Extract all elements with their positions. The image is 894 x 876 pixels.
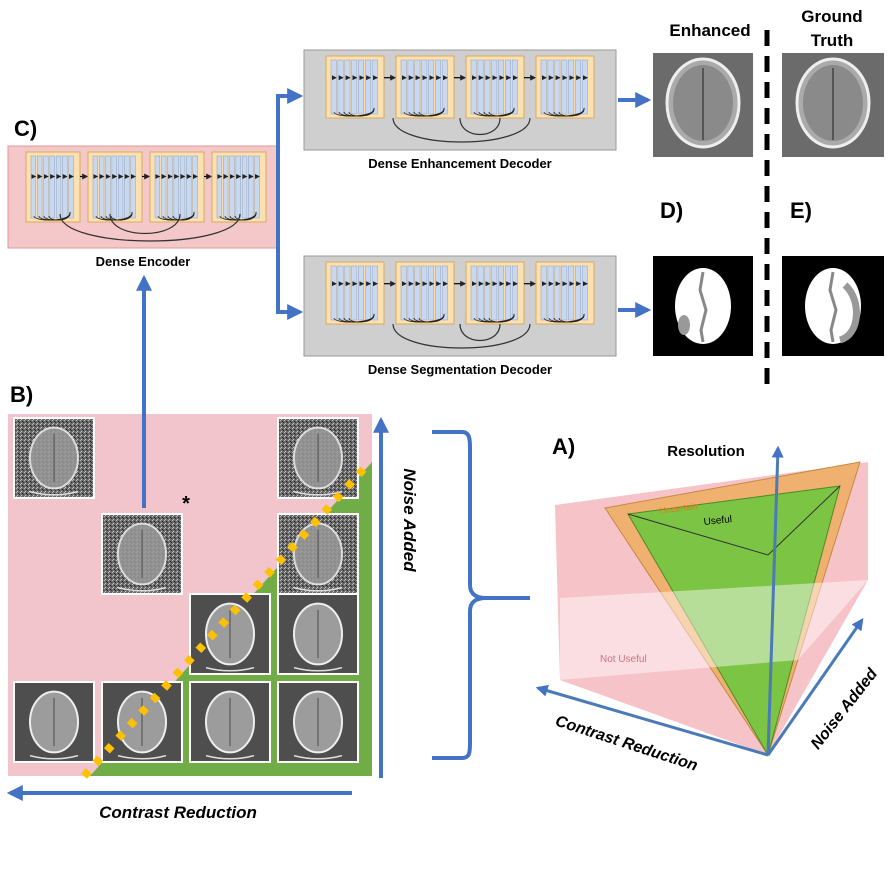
ground-truth-label: Truth xyxy=(811,31,854,50)
ct-thumbnail xyxy=(101,513,183,595)
segmentation-decoder-label: Dense Segmentation Decoder xyxy=(368,362,552,377)
dense-block xyxy=(149,151,213,223)
bracket xyxy=(432,430,487,760)
dense-block xyxy=(465,55,537,119)
useful-label: Useful xyxy=(703,514,732,528)
dense-encoder xyxy=(7,145,279,249)
segmentation-decoder xyxy=(303,255,617,357)
ct-thumbnail xyxy=(189,593,271,675)
dense-block xyxy=(325,261,397,325)
useful-edge xyxy=(627,513,769,556)
encoder-skip-connection xyxy=(59,213,241,242)
ct-thumbnail xyxy=(13,681,95,763)
ct-thumbnail xyxy=(277,513,359,595)
panel-label-a: A) xyxy=(552,434,575,459)
ct-thumbnail xyxy=(277,593,359,675)
decoder-skip-connection xyxy=(392,117,531,143)
decoder-skip-connection xyxy=(459,323,501,342)
dense-block xyxy=(535,261,595,325)
dense-block xyxy=(465,261,537,325)
dense-block xyxy=(395,261,467,325)
segmentation-output-image xyxy=(653,256,753,356)
ct-thumbnail xyxy=(277,417,359,499)
encoder-to-decoders-connector xyxy=(276,88,304,320)
contrast-axis-3d xyxy=(535,684,769,757)
decoder-skip-connection xyxy=(392,323,531,349)
noise-axis-3d xyxy=(766,618,864,756)
encoder-blocks xyxy=(25,151,267,223)
dense-block xyxy=(325,55,397,119)
ct-thumbnail xyxy=(277,681,359,763)
ground-truth-ct-image xyxy=(782,53,884,157)
ground-truth-label: Ground xyxy=(801,7,862,26)
not-useful-label: Not Useful xyxy=(600,654,647,665)
usefulness-pyramid xyxy=(535,445,868,757)
noise-added-axis-label: Noise Added xyxy=(400,468,419,572)
useful-edge xyxy=(767,485,841,556)
useful-region-pyramid xyxy=(627,485,841,757)
contrast-reduction-axis-label: Contrast Reduction xyxy=(99,803,257,822)
dense-block xyxy=(211,151,267,223)
dense-block xyxy=(25,151,89,223)
resolution-plane xyxy=(560,580,868,680)
enhancement-decoder-blocks xyxy=(325,55,595,119)
panel-label-e: E) xyxy=(790,198,812,223)
dense-block xyxy=(535,55,595,119)
enhanced-ct-image xyxy=(653,53,753,157)
enhanced-label: Enhanced xyxy=(669,21,750,40)
ct-thumbnail-grid xyxy=(13,417,359,763)
panel-label-b: B) xyxy=(10,382,33,407)
useful-boundary-dotted-line xyxy=(81,459,373,779)
panel-label-c: C) xyxy=(14,116,37,141)
panel-label-d: D) xyxy=(660,198,683,223)
selected-input-marker: * xyxy=(182,493,190,515)
segmentation-decoder-blocks xyxy=(325,261,595,325)
enhancement-decoder xyxy=(303,49,617,151)
ct-thumbnail xyxy=(189,681,271,763)
resolution-axis xyxy=(766,445,784,756)
dense-block xyxy=(87,151,151,223)
dense-block xyxy=(395,55,467,119)
enhancement-decoder-label: Dense Enhancement Decoder xyxy=(368,156,552,171)
segmentation-ground-truth-image xyxy=(782,256,884,356)
encoder-skip-connection xyxy=(109,213,181,235)
ct-thumbnail xyxy=(101,681,183,763)
decoder-skip-connection xyxy=(459,117,501,136)
pyramid-noise-label: Noise Added xyxy=(808,665,882,753)
encoder-label: Dense Encoder xyxy=(96,254,191,269)
ct-thumbnail xyxy=(13,417,95,499)
resolution-axis-label: Resolution xyxy=(667,443,745,460)
